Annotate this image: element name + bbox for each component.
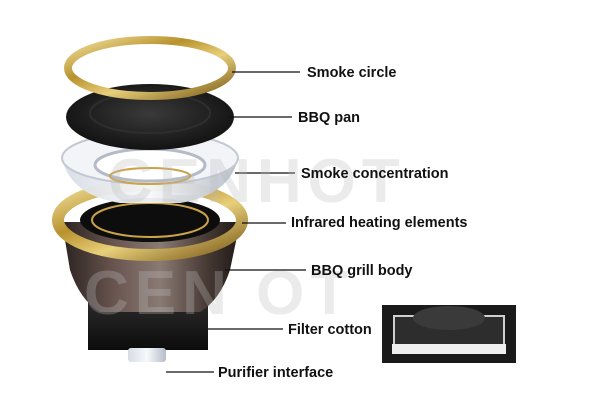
- smoke-concentration-gold-rim: [109, 167, 191, 185]
- bbq-pan-shape: [66, 84, 234, 150]
- label-smoke-circle: Smoke circle: [307, 65, 397, 81]
- label-grill-body: BBQ grill body: [311, 263, 413, 279]
- label-filter-cotton: Filter cotton: [288, 322, 372, 338]
- label-bbq-pan: BBQ pan: [298, 110, 361, 126]
- inset-photo-pot: [413, 306, 485, 330]
- label-smoke-concentration: Smoke concentration: [301, 166, 449, 182]
- purifier-interface-pipe: [128, 348, 166, 362]
- inset-photo-base: [392, 344, 506, 354]
- label-infrared-heating: Infrared heating elements: [291, 215, 468, 231]
- heating-element-disc: [80, 198, 220, 242]
- smoke-circle-ring: [64, 36, 236, 100]
- smoke-concentration-inner: [93, 147, 207, 183]
- label-purifier-interface: Purifier interface: [218, 365, 334, 381]
